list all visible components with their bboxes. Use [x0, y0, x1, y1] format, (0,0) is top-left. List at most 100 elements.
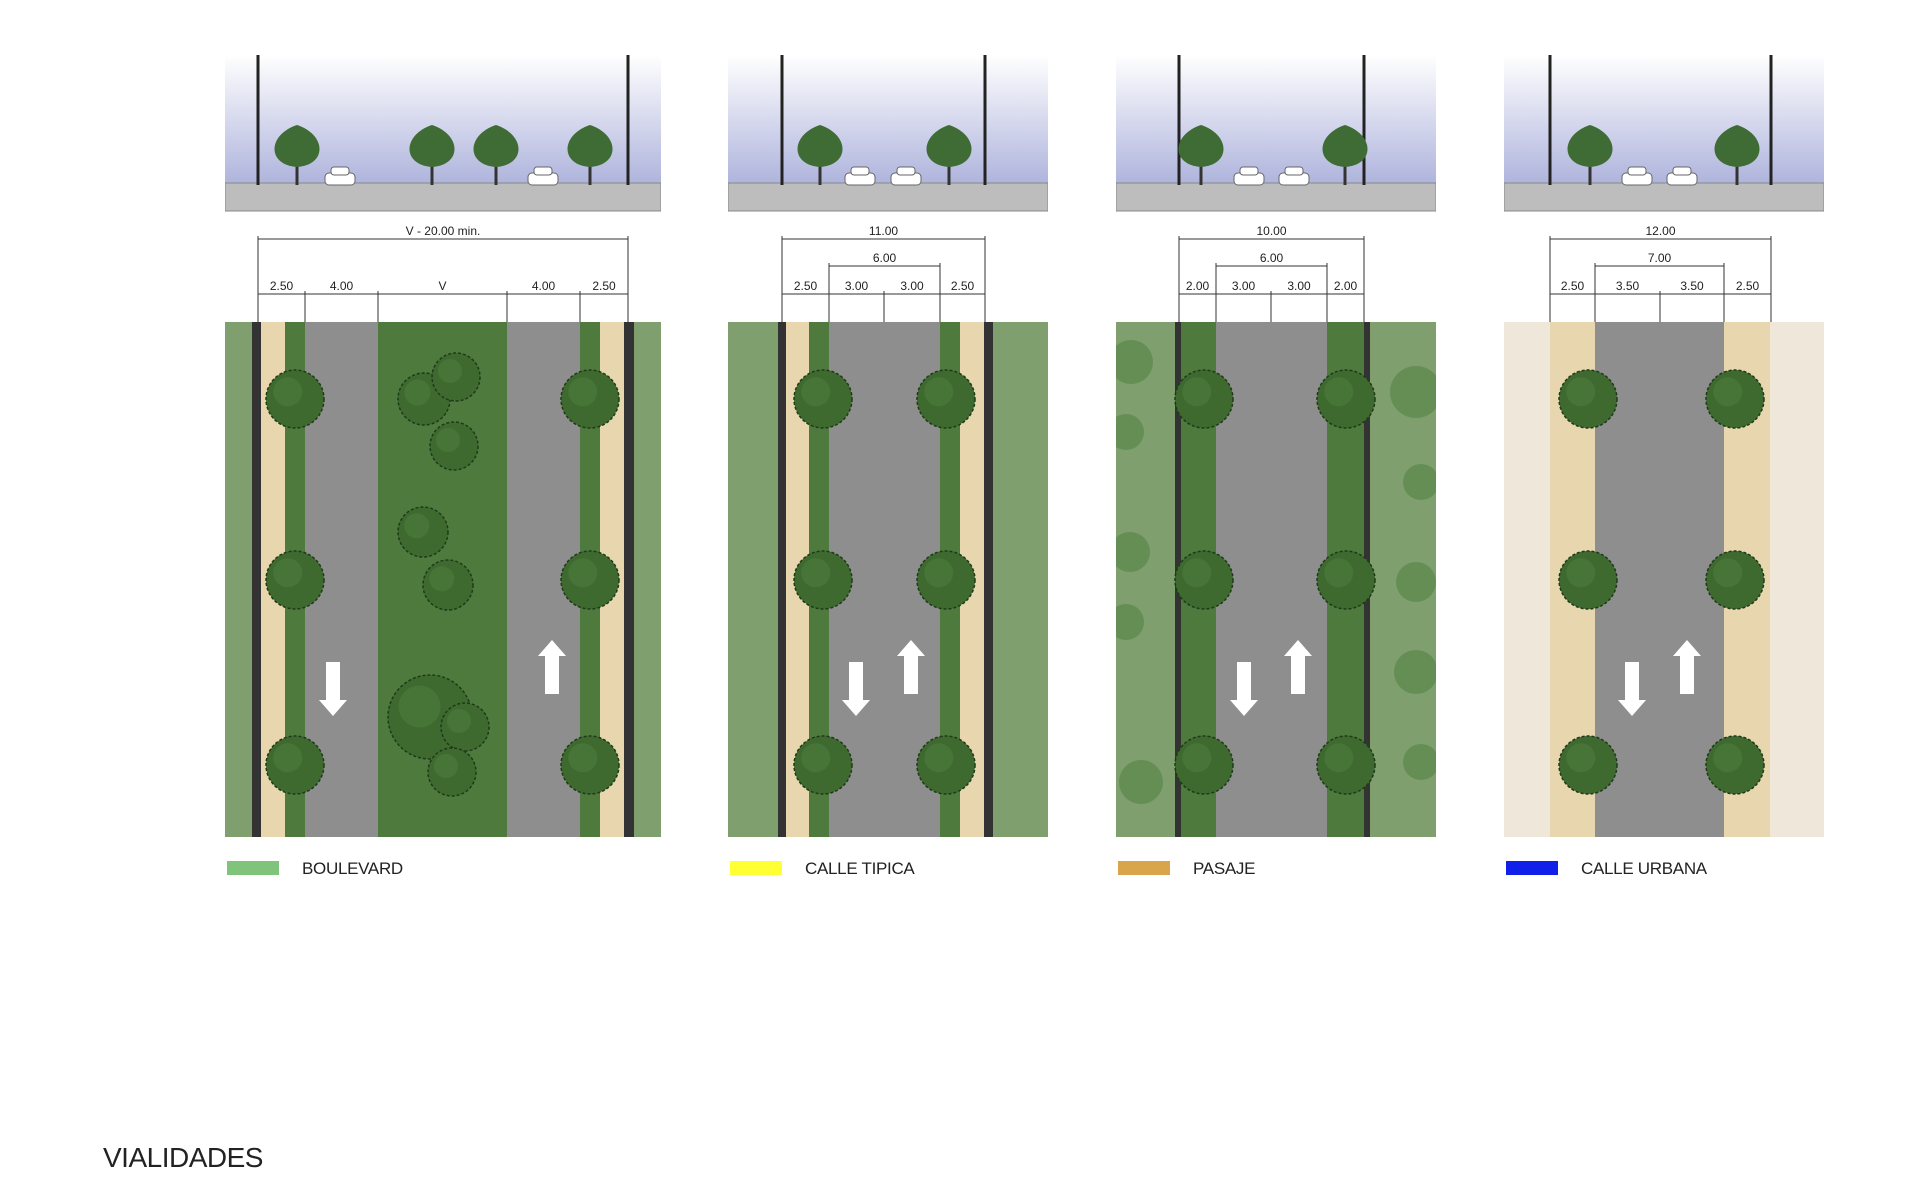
tree-icon [1558, 550, 1618, 610]
dimension-lines [1549, 236, 1772, 322]
tree-icon [560, 735, 620, 795]
plan-strip-grass_light [728, 322, 778, 837]
shrub [1394, 650, 1438, 694]
tree-icon [560, 369, 620, 429]
section-tree-icon [409, 125, 455, 185]
dimension-middle: 7.00 [1648, 251, 1672, 265]
section-tree-icon [567, 125, 613, 185]
shrub [1396, 562, 1436, 602]
ground [224, 182, 662, 212]
dimension-part: 3.50 [1680, 279, 1704, 293]
tree-icon [560, 550, 620, 610]
shrub [1403, 464, 1439, 500]
dimension-part: 3.00 [1287, 279, 1311, 293]
street-plan [225, 322, 661, 837]
car-icon [844, 166, 876, 186]
street-cross-section [1115, 55, 1437, 212]
dimension-part: 2.50 [592, 279, 616, 293]
tree-icon [429, 421, 479, 471]
dimension-part: 4.00 [532, 279, 556, 293]
arrow-up-icon [538, 640, 566, 694]
street-plan [1108, 322, 1442, 837]
shrub [1108, 414, 1144, 450]
plan-strip-fence [624, 322, 634, 837]
sky [1116, 55, 1436, 185]
section-tree-icon [274, 125, 320, 185]
arrow-down-icon [1230, 662, 1258, 716]
tree-icon [1558, 369, 1618, 429]
tree-icon [1558, 735, 1618, 795]
tree-icon [793, 550, 853, 610]
shrub [1108, 604, 1144, 640]
tree-icon [1316, 369, 1376, 429]
car-icon [1233, 166, 1265, 186]
pole [983, 55, 987, 185]
street-cross-section [1503, 55, 1825, 212]
plan-strip-pale [1504, 322, 1550, 837]
plan-strip-grass_light [1116, 322, 1175, 837]
dimension-part: 3.00 [845, 279, 869, 293]
plan-strip-fence [984, 322, 993, 837]
tree-icon [1174, 369, 1234, 429]
section-tree-icon [1178, 125, 1224, 185]
legend-label: CALLE URBANA [1581, 859, 1707, 878]
dimension-part: V [438, 279, 446, 293]
section-tree-icon [1322, 125, 1368, 185]
section-tree-icon [926, 125, 972, 185]
tree-icon [1316, 735, 1376, 795]
pole [256, 55, 260, 185]
arrow-down-icon [319, 662, 347, 716]
tree-icon [265, 550, 325, 610]
tree-icon [793, 369, 853, 429]
dimension-middle: 6.00 [1260, 251, 1284, 265]
plan-strip-asphalt [1216, 322, 1327, 837]
tree-icon [793, 735, 853, 795]
dimension-total: 10.00 [1256, 224, 1286, 238]
pole [780, 55, 784, 185]
ground [1115, 182, 1437, 212]
ground [1503, 182, 1825, 212]
tree-icon [265, 369, 325, 429]
dimension-part: 2.50 [1561, 279, 1585, 293]
dimension-lines [1178, 236, 1365, 322]
dimension-total: 12.00 [1645, 224, 1675, 238]
car-icon [324, 166, 356, 186]
tree-icon [431, 352, 481, 402]
street-cross-section [224, 55, 662, 212]
arrow-up-icon [1284, 640, 1312, 694]
tree-icon [1174, 735, 1234, 795]
tree-icon [422, 559, 474, 611]
car-icon [1666, 166, 1698, 186]
legend-swatch [1118, 861, 1170, 875]
shrub [1110, 532, 1150, 572]
section-tree-icon [1714, 125, 1760, 185]
dimension-part: 4.00 [330, 279, 354, 293]
shrub [1109, 340, 1153, 384]
tree-icon [427, 747, 477, 797]
plan-strip-fence [778, 322, 786, 837]
tree-icon [265, 735, 325, 795]
pole [1362, 55, 1366, 185]
car-icon [890, 166, 922, 186]
tree-icon [1705, 550, 1765, 610]
arrow-down-icon [1618, 662, 1646, 716]
car-icon [1278, 166, 1310, 186]
plan-strip-grass_light [993, 322, 1048, 837]
pole [1769, 55, 1773, 185]
legend-label: CALLE TIPICA [805, 859, 915, 878]
sky [728, 55, 1048, 185]
street-plan [1504, 322, 1824, 837]
legend-label: BOULEVARD [302, 859, 403, 878]
legend-swatch [227, 861, 279, 875]
tree-icon [916, 550, 976, 610]
dimension-total: V - 20.00 min. [406, 224, 481, 238]
ground [727, 182, 1049, 212]
pole [1548, 55, 1552, 185]
tree-icon [397, 506, 449, 558]
plan-strip-pale [1770, 322, 1824, 837]
tree-icon [916, 735, 976, 795]
